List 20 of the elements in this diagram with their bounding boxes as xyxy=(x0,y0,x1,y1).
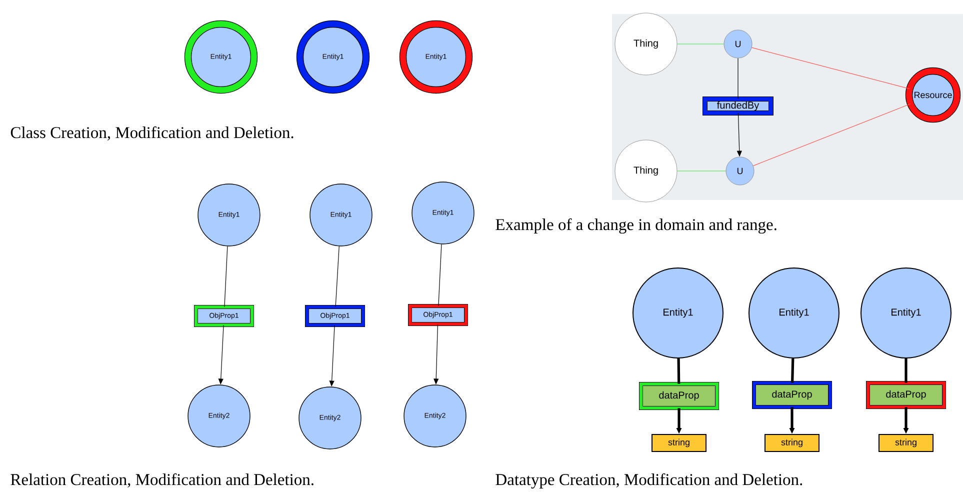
property-box: dataProp xyxy=(866,381,946,409)
connector-line xyxy=(335,246,340,308)
datatype-box: string xyxy=(652,434,706,452)
connector-line xyxy=(751,47,910,90)
datatype-box: string xyxy=(764,434,820,452)
connector-line xyxy=(752,104,911,166)
datatype-box: string xyxy=(878,434,934,452)
property-box: fundedBy xyxy=(702,96,774,116)
caption: Datatype Creation, Modification and Deletion. xyxy=(496,473,802,489)
connector-line xyxy=(791,358,794,383)
caption: Class Creation, Modification and Deletion. xyxy=(10,126,294,141)
caption: Relation Creation, Modification and Deletion. xyxy=(10,473,314,488)
connector-line xyxy=(224,246,228,308)
connector-line xyxy=(676,170,726,172)
property-box: dataProp xyxy=(639,382,719,410)
connector-line xyxy=(904,358,908,383)
connector-line xyxy=(677,358,680,384)
property-box: dataProp xyxy=(752,381,832,409)
caption: Example of a change in domain and range. xyxy=(496,218,776,234)
connector-line xyxy=(438,244,442,306)
